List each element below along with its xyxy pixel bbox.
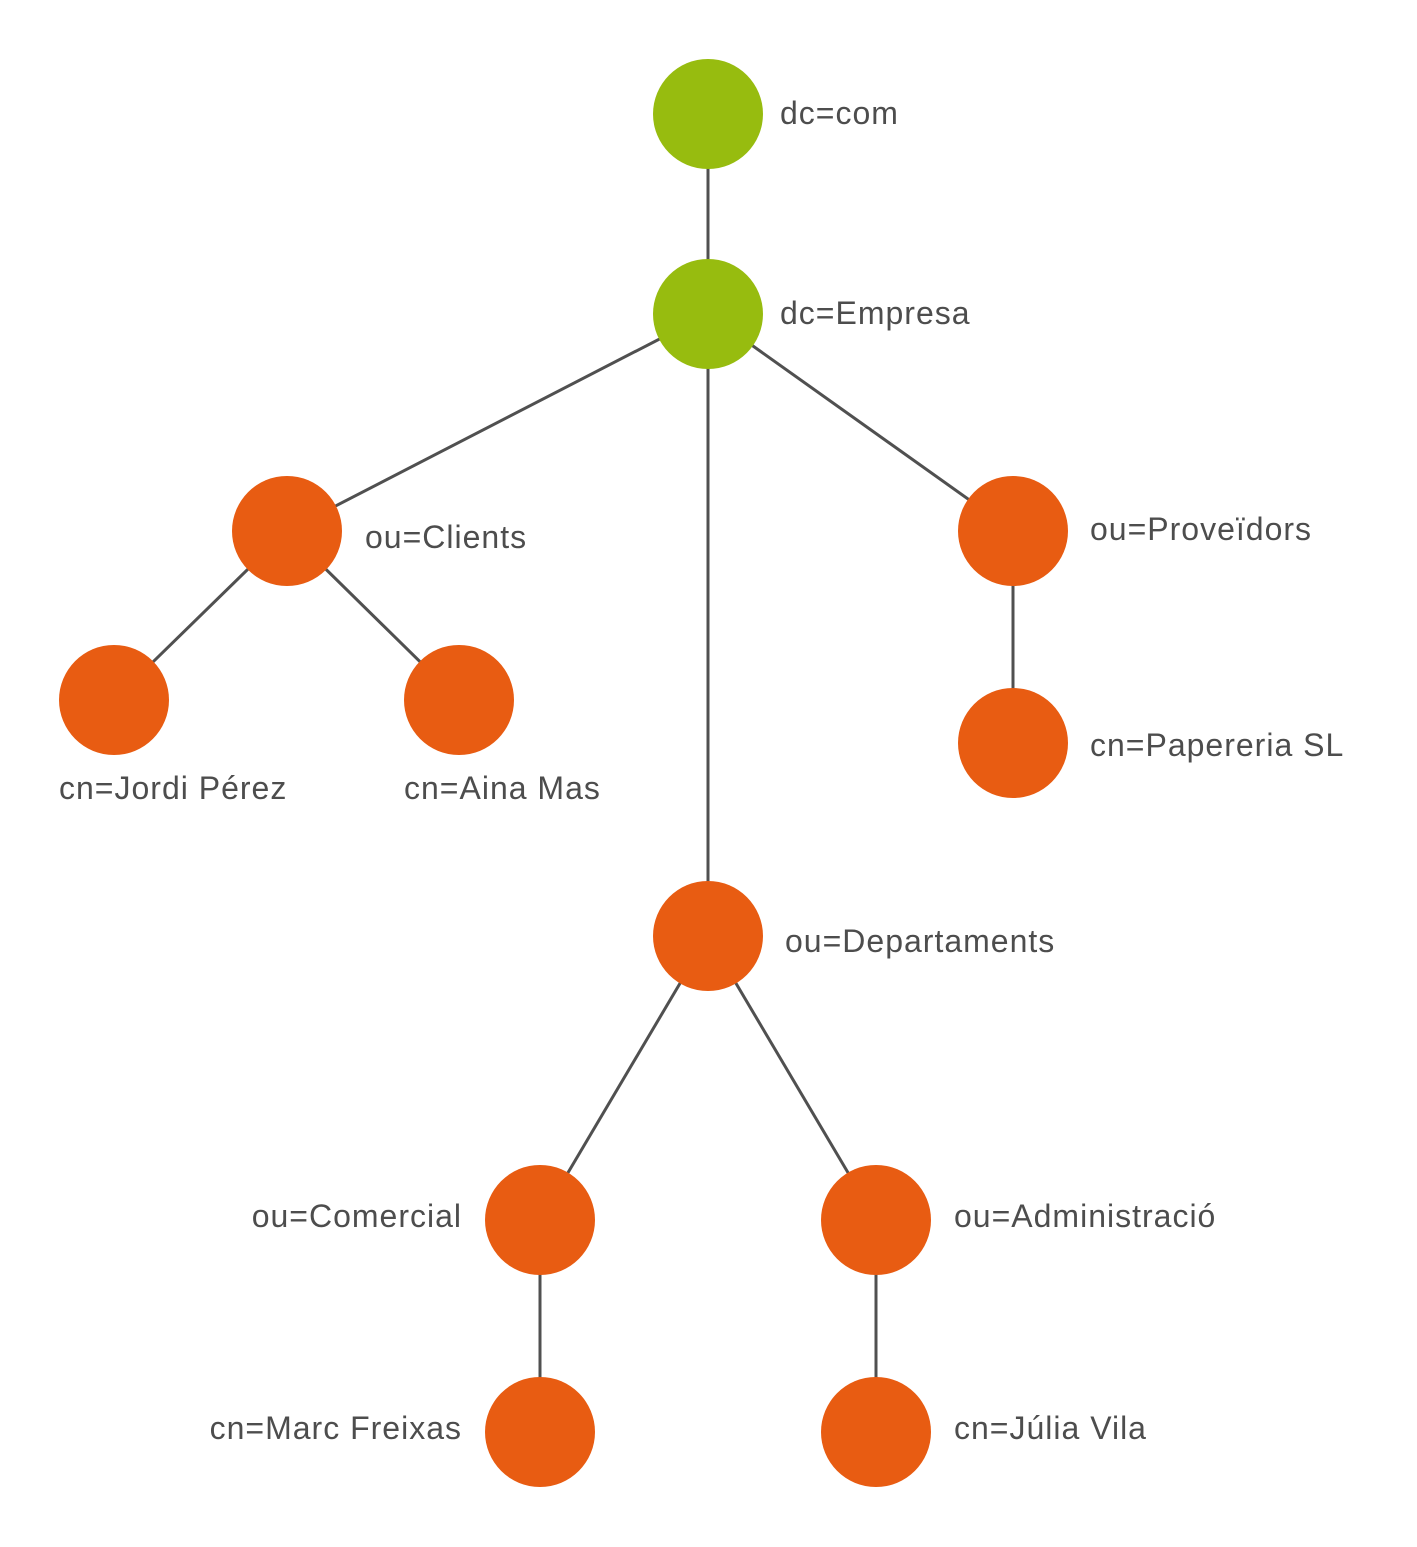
tree-nodes: [59, 59, 1068, 1487]
node-ou-departaments: [653, 881, 763, 991]
label-cn-aina: cn=Aina Mas: [404, 770, 601, 806]
node-dc-empresa: [653, 259, 763, 369]
edge-dc-empresa-to-ou-clients: [286, 312, 709, 533]
node-cn-aina: [404, 645, 514, 755]
node-cn-julia: [821, 1377, 931, 1487]
node-ou-clients: [232, 476, 342, 586]
label-cn-papereria: cn=Papereria SL: [1090, 727, 1344, 763]
node-cn-papereria: [958, 688, 1068, 798]
label-ou-clients: ou=Clients: [365, 519, 527, 555]
node-ou-administracio: [821, 1165, 931, 1275]
edge-dc-empresa-to-ou-proveidors: [707, 312, 1014, 533]
node-dc-com: [653, 59, 763, 169]
node-ou-proveidors: [958, 476, 1068, 586]
label-cn-jordi: cn=Jordi Pérez: [59, 770, 287, 806]
tree-labels: dc=com dc=Empresa ou=Clients ou=Proveïdors c…: [59, 95, 1344, 1446]
node-cn-jordi: [59, 645, 169, 755]
label-dc-empresa: dc=Empresa: [780, 295, 971, 331]
label-ou-departaments: ou=Departaments: [785, 923, 1055, 959]
node-ou-comercial: [485, 1165, 595, 1275]
label-ou-proveidors: ou=Proveïdors: [1090, 511, 1312, 547]
node-cn-marc: [485, 1377, 595, 1487]
label-ou-administracio: ou=Administració: [954, 1198, 1216, 1234]
label-cn-marc: cn=Marc Freixas: [210, 1410, 462, 1446]
label-cn-julia: cn=Júlia Vila: [954, 1410, 1147, 1446]
label-dc-com: dc=com: [780, 95, 899, 131]
label-ou-comercial: ou=Comercial: [252, 1198, 462, 1234]
